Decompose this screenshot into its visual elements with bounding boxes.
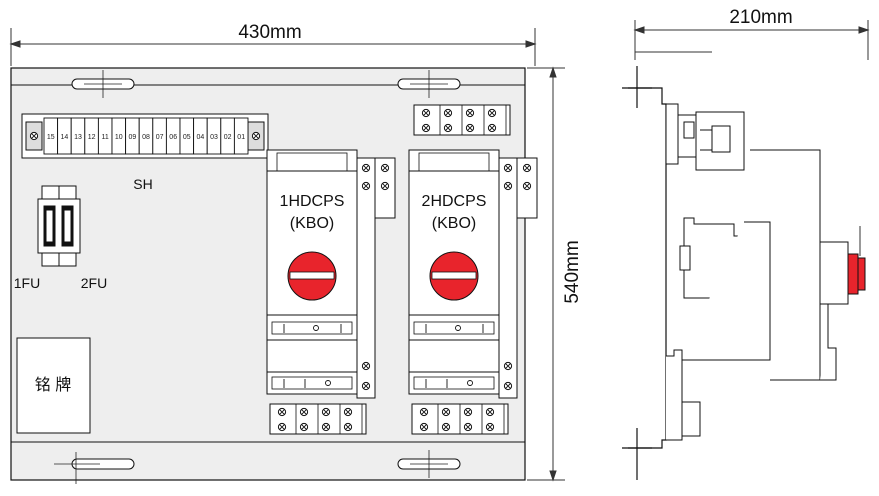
side-plate-profile — [622, 66, 667, 480]
terminal-screw — [485, 422, 495, 432]
terminal-number: 03 — [210, 134, 218, 141]
nameplate-label: 铭 牌 — [35, 376, 71, 394]
kbo-device-1 — [266, 149, 396, 399]
side-view: 210mm — [622, 7, 870, 480]
terminal-number: 09 — [129, 134, 137, 141]
side-switch-profile — [675, 149, 866, 381]
terminal-number: 02 — [224, 134, 232, 141]
terminal-screw — [441, 407, 451, 417]
terminal-screw — [277, 407, 287, 417]
fuse-holder — [37, 185, 81, 267]
terminal-screw — [487, 108, 497, 118]
terminal-screw — [421, 123, 431, 133]
terminal-screw — [463, 422, 473, 432]
device-1-name: 1HDCPS — [280, 193, 345, 210]
nameplate — [16, 337, 91, 434]
terminal-number: 01 — [237, 134, 245, 141]
terminal-number: 15 — [47, 134, 55, 141]
height-dimension-label: 540mm — [562, 240, 583, 303]
terminal-screw — [421, 108, 431, 118]
terminal-screw — [441, 422, 451, 432]
terminal-number: 06 — [169, 134, 177, 141]
terminal-screw — [463, 407, 473, 417]
terminal-screw — [321, 422, 331, 432]
terminal-screw — [299, 422, 309, 432]
device-2-name: 2HDCPS — [422, 193, 487, 210]
terminal-block-bottom-1 — [269, 403, 367, 435]
device-1-type: (KBO) — [290, 215, 334, 232]
terminal-screw — [343, 422, 353, 432]
fuse-label-1fu: 1FU — [14, 275, 40, 291]
slot-centerlines — [54, 70, 448, 484]
depth-dimension — [633, 20, 870, 60]
terminal-block-bottom-2 — [411, 403, 509, 435]
side-terminal-top — [665, 103, 745, 171]
terminal-strip-label: SH — [133, 176, 152, 192]
terminal-screw — [321, 407, 331, 417]
terminal-number: 13 — [74, 134, 82, 141]
terminal-screw — [277, 422, 287, 432]
front-view: 430mm 540mm — [9, 22, 583, 484]
device-2-type: (KBO) — [432, 215, 476, 232]
kbo-device-2 — [408, 149, 538, 399]
side-lower-profile — [666, 349, 701, 441]
terminal-screw — [443, 108, 453, 118]
terminal-block-top-right — [413, 104, 511, 136]
terminal-screw — [419, 407, 429, 417]
width-dimension-label: 430mm — [238, 22, 301, 43]
height-dimension — [527, 66, 565, 482]
terminal-screw — [419, 422, 429, 432]
device-symbols — [283, 324, 484, 388]
terminal-screw — [343, 407, 353, 417]
terminal-screw — [465, 108, 475, 118]
fuse-label-2fu: 2FU — [81, 275, 107, 291]
terminal-number: 14 — [61, 134, 69, 141]
terminal-number: 12 — [88, 134, 96, 141]
width-dimension — [9, 28, 537, 66]
terminal-number: 07 — [156, 134, 164, 141]
terminal-screw — [485, 407, 495, 417]
terminal-strip-sh: 15 14 13 12 11 10 09 08 07 06 05 04 03 02 01 — [21, 113, 269, 159]
terminal-number: 05 — [183, 134, 191, 141]
terminal-number: 11 — [102, 134, 109, 141]
terminal-number: 10 — [115, 134, 123, 141]
depth-dimension-label: 210mm — [729, 7, 792, 28]
terminal-cell — [233, 117, 249, 155]
terminal-screw — [299, 407, 309, 417]
terminal-number: 08 — [142, 134, 150, 141]
terminal-screw — [443, 123, 453, 133]
terminal-screw — [487, 123, 497, 133]
terminal-screw — [465, 123, 475, 133]
terminal-number: 04 — [197, 134, 205, 141]
